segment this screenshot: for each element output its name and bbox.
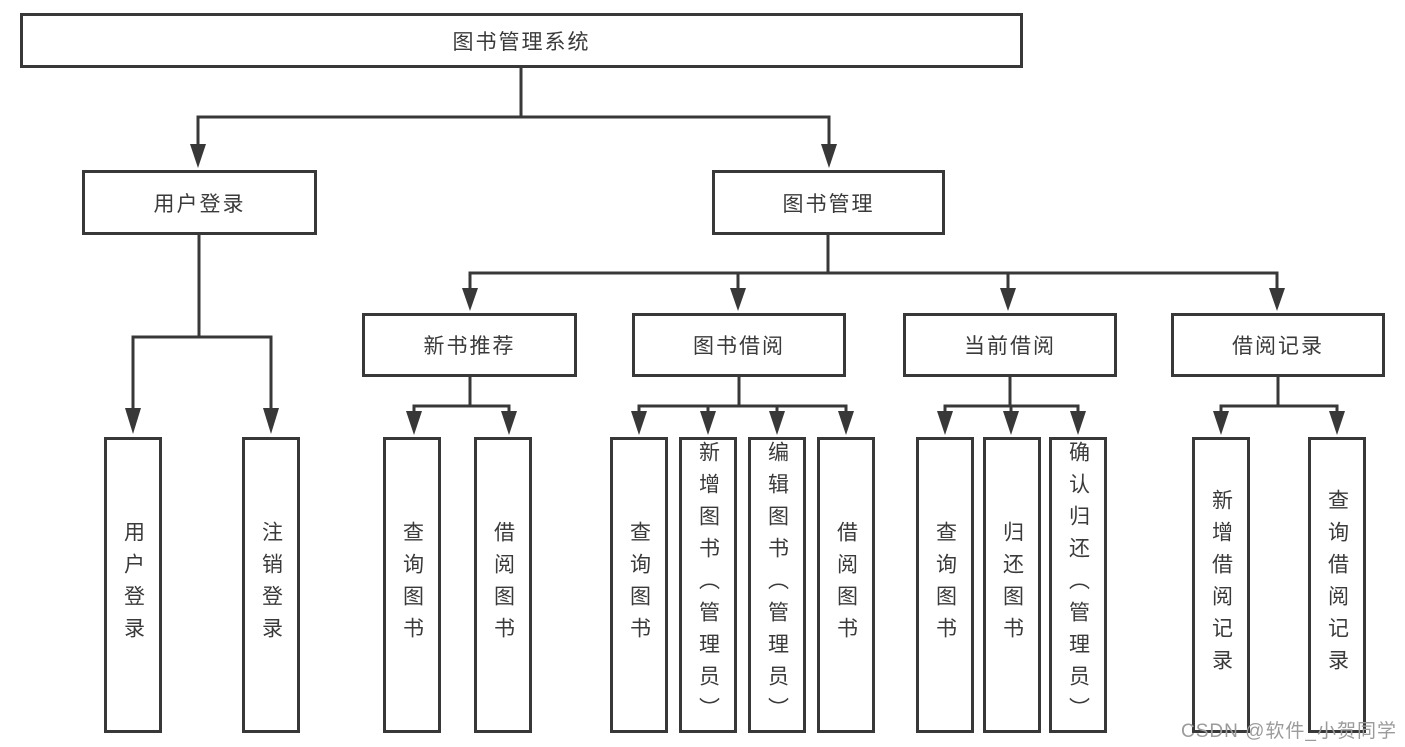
arrow-icon bbox=[1003, 411, 1019, 435]
arrow-icon bbox=[1000, 288, 1016, 311]
node-label: 新书推荐 bbox=[423, 335, 516, 358]
arrow-icon bbox=[190, 144, 206, 168]
leaf-label: 查询图书 bbox=[627, 521, 651, 649]
arrow-icon bbox=[631, 411, 647, 435]
arrow-icon bbox=[769, 411, 785, 435]
arrow-icon bbox=[501, 411, 517, 435]
arrow-icon bbox=[263, 408, 279, 434]
node-label: 图书管理 bbox=[782, 192, 875, 216]
leaf-label: 新增借阅记录 bbox=[1209, 489, 1233, 681]
leaf-label: 查询图书 bbox=[400, 521, 424, 649]
arrow-icon bbox=[821, 144, 837, 168]
leaf-label: 借阅图书 bbox=[834, 521, 858, 649]
connector-current-trunk bbox=[943, 375, 1080, 415]
leaf-logout: 注销登录 bbox=[242, 437, 300, 733]
leaf-label: 归还图书 bbox=[1000, 521, 1024, 649]
leaf-query-books: 查询图书 bbox=[383, 437, 441, 733]
node-library-system: 图书管理系统 bbox=[20, 13, 1023, 68]
connector-records-trunk bbox=[1219, 375, 1339, 415]
leaf-return-books: 归还图书 bbox=[983, 437, 1041, 733]
leaf-query-books: 查询图书 bbox=[916, 437, 974, 733]
node-label: 图书管理系统 bbox=[452, 30, 591, 54]
node-new-book-recommend: 新书推荐 bbox=[362, 313, 577, 377]
leaf-label: 查询借阅记录 bbox=[1325, 489, 1349, 681]
leaf-user-login: 用户登录 bbox=[104, 437, 162, 733]
node-user-login: 用户登录 bbox=[82, 170, 317, 235]
node-borrow-records: 借阅记录 bbox=[1171, 313, 1385, 377]
leaf-borrow-books: 借阅图书 bbox=[474, 437, 532, 733]
connector-root-trunk bbox=[196, 66, 831, 148]
arrow-icon bbox=[462, 288, 478, 311]
connector-mgmt-trunk bbox=[468, 233, 1279, 291]
leaf-label: 注销登录 bbox=[259, 521, 283, 649]
leaf-confirm-return-admin: 确认归还（管理员） bbox=[1049, 437, 1107, 733]
arrow-icon bbox=[1269, 288, 1285, 311]
node-label: 借阅记录 bbox=[1232, 335, 1324, 358]
leaf-query-borrow-record: 查询借阅记录 bbox=[1308, 437, 1366, 733]
connector-recommend-trunk bbox=[412, 375, 511, 415]
leaf-label: 查询图书 bbox=[933, 521, 957, 649]
arrow-icon bbox=[1213, 411, 1229, 435]
node-label: 当前借阅 bbox=[964, 335, 1056, 358]
node-book-management: 图书管理 bbox=[712, 170, 945, 235]
connector-borrow-trunk bbox=[637, 375, 848, 415]
arrow-icon bbox=[937, 411, 953, 435]
arrow-icon bbox=[700, 411, 716, 435]
leaf-label: 借阅图书 bbox=[491, 521, 515, 649]
arrow-icon bbox=[1070, 411, 1086, 435]
node-book-borrow: 图书借阅 bbox=[632, 313, 846, 377]
arrow-icon bbox=[730, 288, 746, 311]
leaf-query-books: 查询图书 bbox=[610, 437, 668, 733]
arrow-icon bbox=[406, 411, 422, 435]
leaf-edit-books-admin: 编辑图书（管理员） bbox=[748, 437, 806, 733]
arrow-icon bbox=[838, 411, 854, 435]
leaf-label: 用户登录 bbox=[121, 521, 145, 649]
watermark-text: CSDN @软件_小贺同学 bbox=[1181, 721, 1397, 742]
arrow-icon bbox=[1329, 411, 1345, 435]
arrow-icon bbox=[125, 408, 141, 434]
leaf-add-borrow-record: 新增借阅记录 bbox=[1192, 437, 1250, 733]
leaf-label: 编辑图书（管理员） bbox=[765, 441, 789, 729]
leaf-borrow-books: 借阅图书 bbox=[817, 437, 875, 733]
leaf-label: 确认归还（管理员） bbox=[1066, 441, 1090, 729]
leaf-label: 新增图书（管理员） bbox=[696, 441, 720, 729]
leaf-add-books-admin: 新增图书（管理员） bbox=[679, 437, 737, 733]
node-label: 图书借阅 bbox=[693, 335, 785, 358]
node-current-borrow: 当前借阅 bbox=[903, 313, 1117, 377]
node-label: 用户登录 bbox=[153, 192, 246, 216]
connector-login-trunk bbox=[131, 233, 273, 411]
